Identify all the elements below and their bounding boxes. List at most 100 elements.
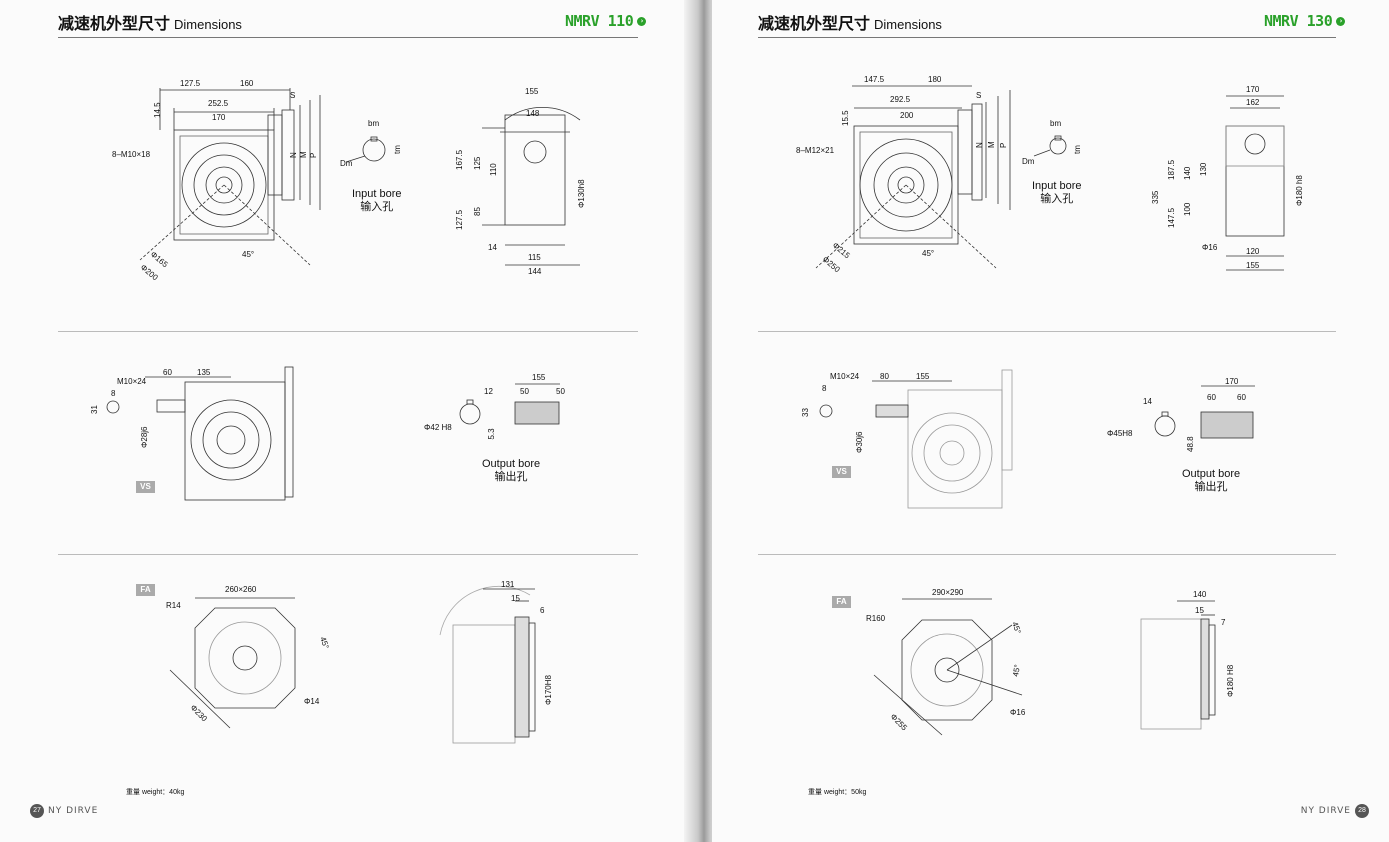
dim-label: 127.5 [180,79,201,88]
dim-label: 187.5 [1167,159,1176,180]
page-number: 27 [30,804,44,818]
dim-label: tm [393,145,402,154]
dim-label: 50 [520,387,529,396]
output-bore-drawing: 12 Φ42 H8 45.3 155 50 50 [424,373,565,440]
fa-side-drawing: 140 15 7 Φ180 H8 [1140,590,1235,730]
caption-en: Output bore [482,458,541,470]
dim-label: 162 [1246,98,1260,107]
dim-label: 180 [928,75,942,84]
dim-label: 252.5 [208,99,229,108]
dim-label: Φ230 [189,703,210,724]
input-bore-drawing: bm tm Dm [1022,119,1082,166]
fa-flange-drawing: 290×290 R160 45° 45° Φ255 Φ16 [866,588,1026,736]
dim-label: 50 [556,387,565,396]
dim-label: 292.5 [890,95,911,104]
dim-label: 14 [488,243,497,252]
dim-label: bm [1050,119,1061,128]
dim-label: 155 [525,87,539,96]
dim-label: R160 [866,614,886,623]
caption-en: Input bore [352,188,402,200]
weight-note: 重量 weight：50kg [808,789,867,796]
dim-label: 290×290 [932,588,964,597]
dim-label: M10×24 [830,372,860,381]
vs-badge: VS [136,481,155,493]
dim-label: 155 [916,372,930,381]
dim-label: Φ30j6 [855,431,864,453]
dim-label: 160 [240,79,254,88]
dim-label: 15 [511,594,520,603]
dim-label: 260×260 [225,585,257,594]
title-cn: 减速机外型尺寸 [58,16,171,33]
dim-label: 14 [1143,397,1152,406]
dim-label: 8 [111,389,116,398]
dim-label: R14 [166,601,181,610]
dim-label: 100 [1183,202,1192,216]
dim-label: M10×24 [117,377,147,386]
dim-label: 60 [163,368,172,377]
dim-label: Φ14 [304,697,320,706]
title-en: Dimensions [174,17,242,32]
section-divider [758,331,1336,332]
dim-label: 335 [1152,190,1160,204]
caption-cn: 输入孔 [1040,193,1074,205]
input-bore-drawing: bm tm Dm [340,119,402,168]
dim-label: 12 [484,387,493,396]
caption-cn: 输出孔 [494,471,528,483]
dim-label: Φ200 [139,263,160,280]
model-label: NMRV 110› [565,12,647,30]
model-name: NMRV 110 [565,12,634,30]
dim-label: Φ215 [831,241,852,261]
dim-label: 110 [489,163,498,176]
model-label: NMRV 130› [1264,12,1346,30]
header-rule [758,37,1336,38]
dim-label: Φ28j6 [140,426,149,448]
dim-label: 45° [1010,621,1023,635]
dim-label: 85 [473,207,482,216]
dim-label: 147.5 [1167,207,1176,228]
dim-label: M [299,151,308,158]
dim-label: 14.5 [153,102,162,118]
vs-view-drawing: M10×24 8 31 60 135 Φ28j6 [90,366,294,501]
dim-label: 155 [532,373,546,382]
dim-label: Φ255 [889,712,910,733]
dim-label: 170 [1246,85,1260,94]
weight-note: 重量 weight：40kg [126,789,185,796]
vs-badge: VS [832,466,851,478]
dim-label: Φ170H8 [544,674,553,705]
dim-label: 127.5 [455,209,464,230]
dim-label: 31 [90,405,99,414]
front-view-drawing: 127.5 160 252.5 170 14.5 8–M10×18 S N M … [112,79,321,280]
fa-badge: FA [136,584,155,596]
dim-label: 148 [526,109,540,118]
dim-label: Φ45H8 [1107,429,1133,438]
dim-label: 120 [1246,247,1260,256]
caption-cn: 输出孔 [1194,481,1228,493]
dim-label: N [289,152,298,158]
dim-label: Φ250 [821,255,842,275]
dim-label: 45.3 [487,428,496,440]
section-divider [758,554,1336,555]
dim-label: Φ42 H8 [424,423,452,432]
dim-label: 115 [528,253,541,262]
title-en: Dimensions [874,17,942,32]
dim-label: 48.8 [1186,436,1195,452]
dim-label: 60 [1237,393,1246,402]
dim-label: 80 [880,372,889,381]
page-number: 28 [1355,804,1369,818]
arrow-icon: › [637,17,647,26]
dim-label: Φ130h8 [577,179,586,208]
arrow-icon: › [1336,17,1346,26]
dim-label: 144 [528,267,542,276]
dim-label: 6 [540,606,545,615]
dim-label: N [975,142,984,148]
dim-label: 8–M10×18 [112,150,151,159]
header-rule [58,37,638,38]
model-name: NMRV 130 [1264,12,1333,30]
fa-flange-drawing: 260×260 R14 45° Φ230 Φ14 [166,585,331,729]
